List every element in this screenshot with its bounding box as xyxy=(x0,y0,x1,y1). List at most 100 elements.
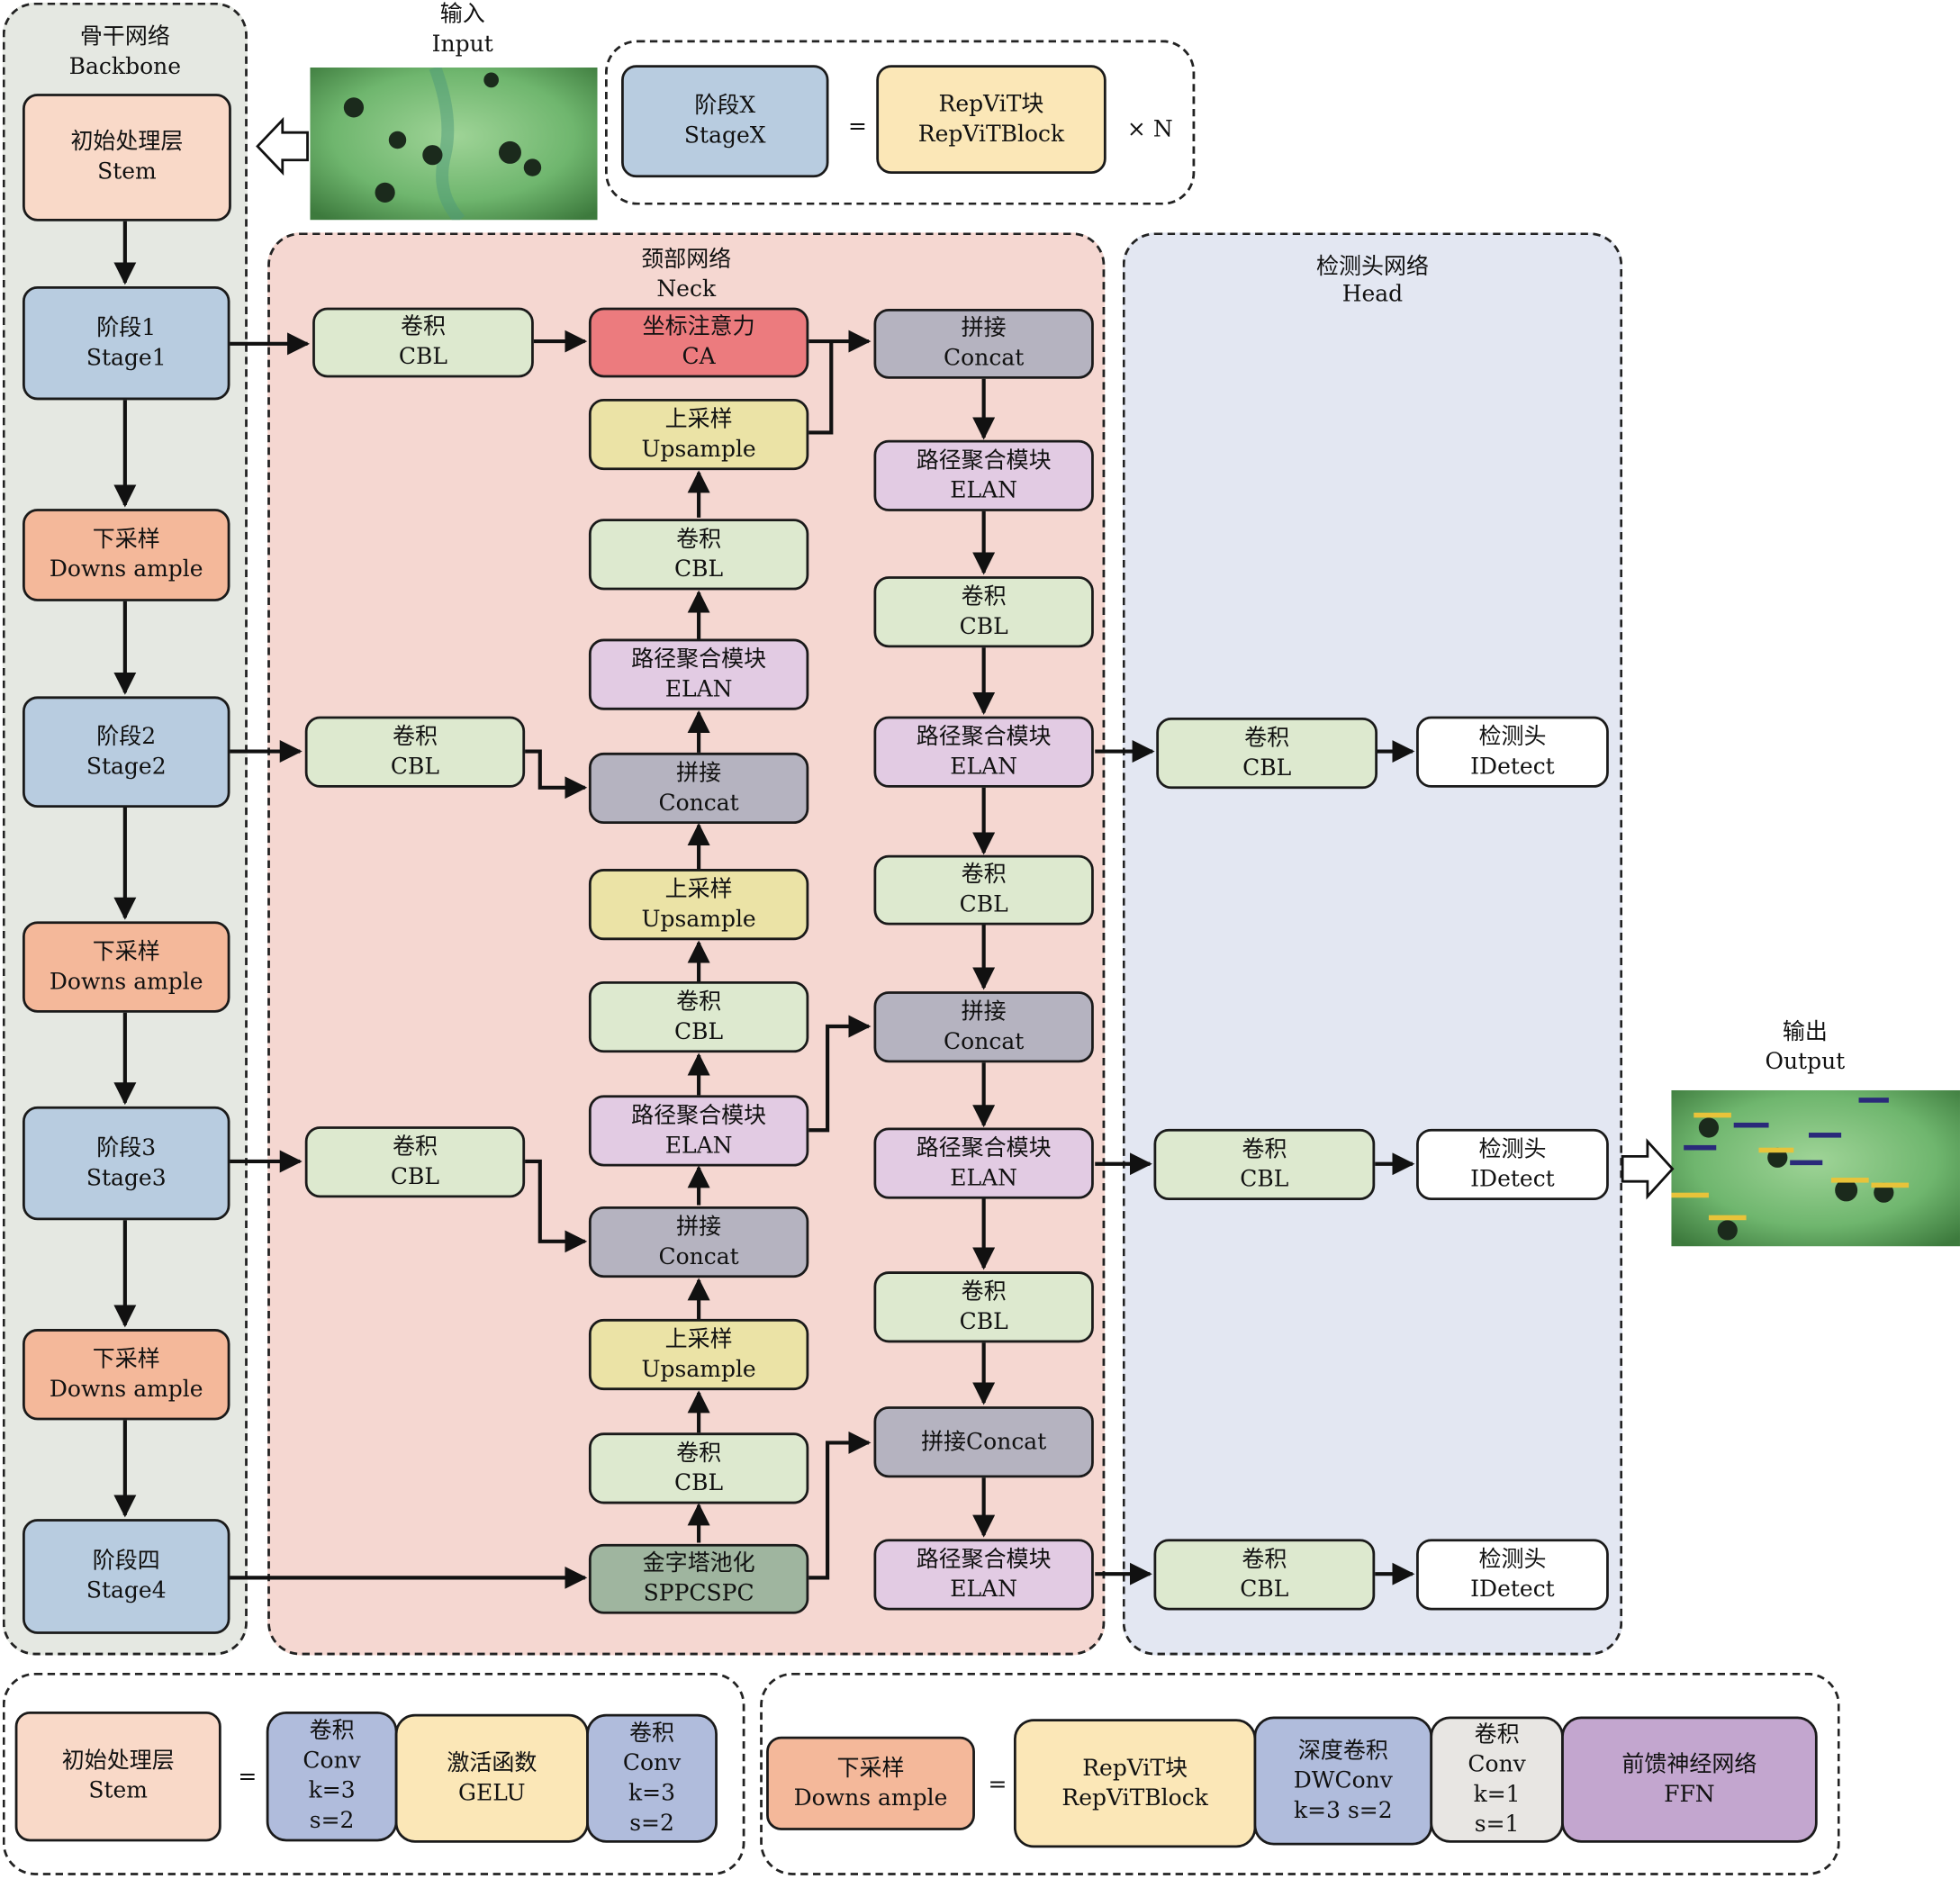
downsample3-en: Downs ample xyxy=(49,1376,203,1403)
cbl-en: CBL xyxy=(959,613,1008,640)
output-image xyxy=(1671,1089,1960,1247)
head-region: 检测头网络 Head xyxy=(1122,232,1623,1656)
cbl-en: CBL xyxy=(1242,754,1292,781)
elan-zh: 路径聚合模块 xyxy=(916,447,1052,474)
idetect-zh: 检测头 xyxy=(1478,1135,1547,1162)
downsample3-zh: 下采样 xyxy=(92,1345,160,1372)
conv-s: s=2 xyxy=(309,1807,355,1835)
elan-en: ELAN xyxy=(950,1576,1018,1603)
legend-gelu: 激活函数 GELU xyxy=(394,1713,589,1843)
neck-cbl-stage3: 卷积 CBL xyxy=(304,1126,526,1198)
cbl-zh: 卷积 xyxy=(1244,724,1290,751)
legend-down-equals: = xyxy=(988,1771,1007,1798)
downsample1-block: 下采样 Downs ample xyxy=(22,509,230,601)
cbl-en: CBL xyxy=(959,891,1008,918)
dwconv-en: DWConv xyxy=(1293,1766,1393,1793)
output-label-zh: 输出 xyxy=(1782,1018,1828,1045)
legend-times-n: × N xyxy=(1126,116,1173,143)
stage2-en: Stage2 xyxy=(86,753,167,780)
stage1-block: 阶段1 Stage1 xyxy=(22,285,230,401)
concat-zh: 拼接 xyxy=(676,759,722,786)
cbl-en: CBL xyxy=(1240,1165,1289,1192)
cbl-en: CBL xyxy=(390,753,439,780)
idetect-zh: 检测头 xyxy=(1478,723,1547,750)
concat-zh: 拼接 xyxy=(961,998,1007,1025)
elan-en: ELAN xyxy=(950,753,1018,780)
neck-r-concat-3: 拼接Concat xyxy=(873,1406,1094,1478)
stage2-block: 阶段2 Stage2 xyxy=(22,696,230,809)
upsample-zh: 上采样 xyxy=(664,405,733,432)
stage3-zh: 阶段3 xyxy=(96,1134,157,1161)
cbl-zh: 卷积 xyxy=(1242,1545,1287,1573)
elan-en: ELAN xyxy=(950,476,1018,503)
dwconv-ks: k=3 s=2 xyxy=(1294,1797,1393,1824)
elan-zh: 路径聚合模块 xyxy=(916,723,1052,750)
legend-stem-block: 初始处理层 Stem xyxy=(14,1711,221,1842)
upsample-en: Upsample xyxy=(641,906,756,933)
elan-zh: 路径聚合模块 xyxy=(916,1134,1052,1161)
cbl-zh: 卷积 xyxy=(400,313,446,340)
head-cbl-1: 卷积 CBL xyxy=(1156,718,1378,790)
conv-en: Conv xyxy=(622,1749,682,1776)
legend-conv-1x1: 卷积 Conv k=1 s=1 xyxy=(1430,1716,1564,1843)
conv-zh: 卷积 xyxy=(629,1719,675,1747)
legend-downsample-zh: 下采样 xyxy=(836,1754,905,1782)
elan-en: ELAN xyxy=(950,1164,1018,1191)
output-hollow-arrow xyxy=(1621,1138,1675,1200)
spp-en: SPPCSPC xyxy=(643,1580,754,1607)
upsample-en: Upsample xyxy=(641,435,756,463)
concat-en: Concat xyxy=(658,789,739,817)
elan-zh: 路径聚合模块 xyxy=(916,1545,1052,1573)
cbl-zh: 卷积 xyxy=(392,1133,438,1160)
ffn-zh: 前馈神经网络 xyxy=(1621,1750,1757,1777)
idetect-zh: 检测头 xyxy=(1478,1545,1547,1573)
concat-en: Concat xyxy=(944,1028,1025,1055)
conv-k: k=1 xyxy=(1473,1781,1521,1808)
elan-en: ELAN xyxy=(664,675,733,702)
ffn-en: FFN xyxy=(1664,1781,1715,1808)
idetect-en: IDetect xyxy=(1470,753,1555,780)
dwconv-zh: 深度卷积 xyxy=(1297,1737,1388,1764)
cbl-en: CBL xyxy=(390,1163,439,1190)
idetect-en: IDetect xyxy=(1470,1576,1555,1603)
repvit-zh: RepViT块 xyxy=(1082,1754,1188,1782)
upsample-en: Upsample xyxy=(641,1355,756,1383)
conv-en: Conv xyxy=(1468,1750,1526,1777)
downsample1-zh: 下采样 xyxy=(92,526,160,553)
legend-repvit-zh: RepViT块 xyxy=(938,90,1044,117)
conv-en: Conv xyxy=(303,1748,361,1775)
stage4-en: Stage4 xyxy=(86,1577,167,1604)
cbl-zh: 卷积 xyxy=(392,723,438,750)
downsample2-en: Downs ample xyxy=(49,968,203,995)
legend-dwconv: 深度卷积 DWConv k=3 s=2 xyxy=(1253,1716,1433,1846)
output-label-en: Output xyxy=(1765,1049,1846,1076)
elan-en: ELAN xyxy=(664,1132,733,1159)
neck-r-concat-2: 拼接 Concat xyxy=(873,991,1094,1063)
cbl-zh: 卷积 xyxy=(676,525,722,553)
concat-en: Concat xyxy=(944,345,1025,372)
stage2-zh: 阶段2 xyxy=(96,723,157,750)
legend-conv-1: 卷积 Conv k=3 s=2 xyxy=(266,1711,398,1842)
legend-repvit-en: RepViTBlock xyxy=(917,120,1065,148)
gelu-zh: 激活函数 xyxy=(447,1749,537,1776)
stage1-zh: 阶段1 xyxy=(96,314,157,341)
neck-cbl-stage2: 卷积 CBL xyxy=(304,716,526,788)
neck-r-elan-2: 路径聚合模块 ELAN xyxy=(873,716,1094,788)
cbl-zh: 卷积 xyxy=(676,988,722,1015)
head-title-en: Head xyxy=(1341,281,1404,308)
concat-zh: 拼接 xyxy=(676,1213,722,1240)
stem-block: 初始处理层 Stem xyxy=(22,94,231,221)
